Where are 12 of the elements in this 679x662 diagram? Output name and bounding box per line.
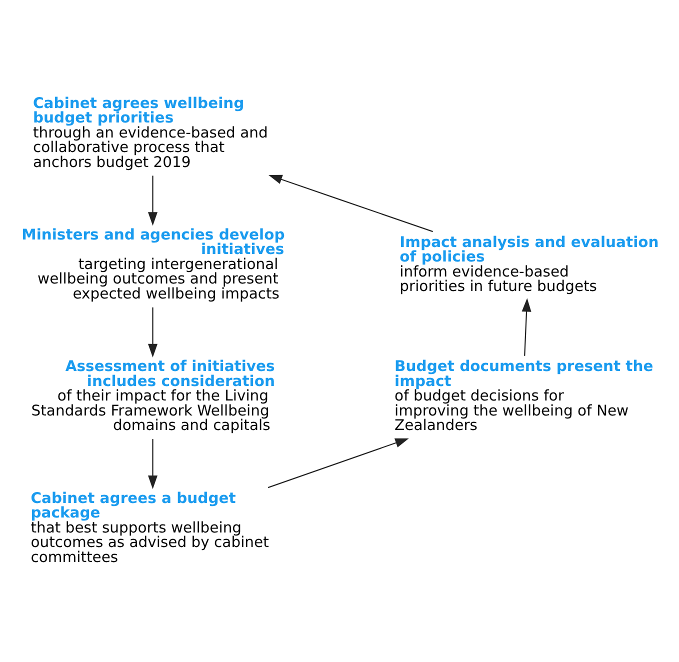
- arrow: [148, 438, 158, 489]
- arrow: [268, 174, 433, 232]
- node-text: Impact analysis and evaluation of policies inform evidence-based priorities in future budgets: [400, 233, 659, 295]
- node-text: Cabinet agrees a budget package that best supports wellbeing outcomes as advised by cabinet committees: [30, 489, 269, 566]
- arrow: [268, 438, 409, 488]
- node-text: Ministers and agencies develop initiatives targeting intergenerational wellbeing outcomes and present expected wellbeing impacts: [22, 226, 285, 302]
- node-text: Cabinet agrees wellbeing budget priorities through an evidence-based and collaborative process that anchors budget 2019: [32, 94, 268, 170]
- node-text: Budget documents present the impact of budget decisions for improving the wellbeing of New Zealanders: [394, 358, 654, 434]
- node-text: Assessment of initiatives includes consideration of their impact for the Living Standards Framework Wellbeing domains and capitals: [31, 358, 275, 434]
- arrow: [148, 306, 158, 357]
- arrow: [522, 298, 532, 356]
- arrow: [148, 175, 158, 226]
